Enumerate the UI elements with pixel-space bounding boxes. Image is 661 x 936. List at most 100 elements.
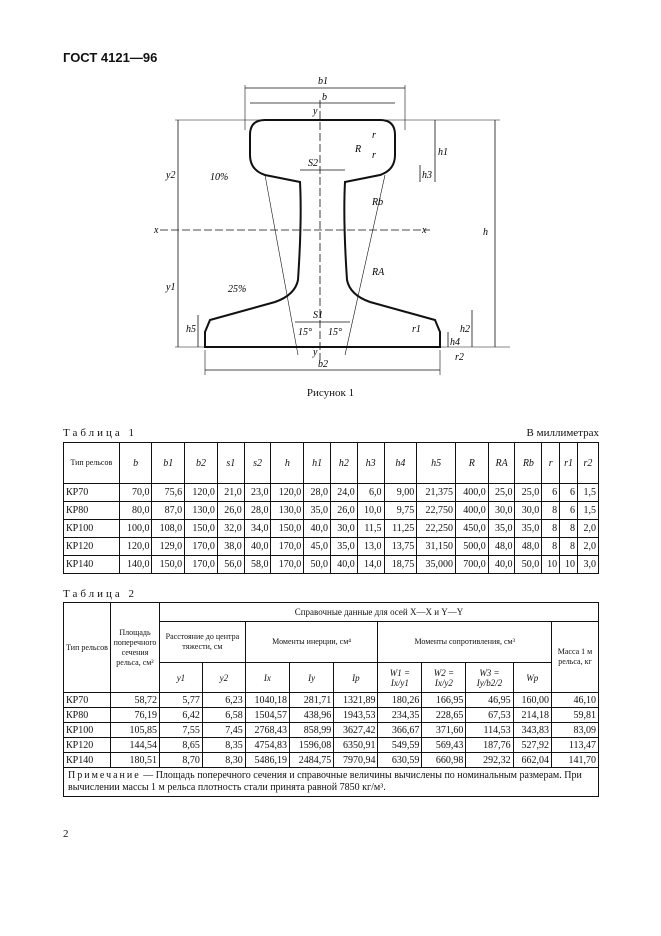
label-r2: r2	[455, 352, 464, 363]
label-h4: h4	[450, 337, 460, 348]
table1-cell: 2,0	[576, 519, 600, 538]
label-Rb: Rb	[371, 197, 383, 208]
label-y2: y2	[165, 170, 175, 181]
table2-cell: 7970,94	[333, 752, 379, 768]
rail-profile-drawing: b1 b y r r h1 h3 S2 R Rb RA x x h y2 y1 …	[150, 70, 530, 380]
table1-header-h2: h2	[329, 442, 358, 484]
table1-cell: 170,0	[184, 555, 218, 574]
table2-cell: 6,58	[201, 707, 246, 723]
table1-cell: КР120	[63, 537, 120, 556]
table1-cell: 35,0	[487, 519, 516, 538]
table2-cell: 46,95	[465, 692, 514, 708]
table2-subheader: W1 = Ix/y1	[377, 662, 423, 693]
label-b1: b1	[318, 76, 328, 87]
table1-header-h5: h5	[416, 442, 456, 484]
label-slope-25: 25%	[228, 284, 246, 295]
table1-cell: 6	[559, 501, 578, 520]
table2-note: Примечание — Площадь поперечного сечения…	[63, 767, 599, 797]
table2-cell: 114,53	[465, 722, 514, 738]
table1-header-h3: h3	[356, 442, 385, 484]
table1-cell: 10,0	[356, 501, 385, 520]
table1-cell: 35,0	[303, 501, 331, 520]
table2-cell: 343,83	[512, 722, 553, 738]
table1-cell: 21,375	[416, 483, 456, 502]
table1-cell: 34,0	[243, 519, 272, 538]
table2-cell: КР100	[63, 722, 111, 738]
table1-cell: 70,0	[118, 483, 153, 502]
table1-cell: 170,0	[270, 555, 305, 574]
table1-cell: 40,0	[243, 537, 272, 556]
table1-cell: КР80	[63, 501, 120, 520]
table2-cell: 166,95	[421, 692, 467, 708]
table1-cell: 40,0	[487, 555, 516, 574]
table1-header-s2: s2	[243, 442, 272, 484]
table1-cell: 129,0	[151, 537, 186, 556]
table1-header-s1: s1	[216, 442, 245, 484]
table1-cell: 23,0	[243, 483, 272, 502]
table1-cell: 30,0	[514, 501, 543, 520]
table2-cell: 8,65	[159, 737, 203, 753]
table2-cell: 569,43	[421, 737, 467, 753]
table2-cell: 8,30	[201, 752, 246, 768]
table1-cell: 9,75	[383, 501, 418, 520]
table2-cell: 8,35	[201, 737, 246, 753]
label-x-right: x	[421, 225, 427, 236]
table1-cell: 120,0	[118, 537, 153, 556]
table2-cell: 234,35	[377, 707, 423, 723]
table2-cell: 187,76	[465, 737, 514, 753]
table1-cell: 40,0	[303, 519, 331, 538]
table2-cell: 1943,53	[333, 707, 379, 723]
table2-cell: 141,70	[551, 752, 599, 768]
table2-cell: 549,59	[377, 737, 423, 753]
table1-cell: 22,250	[416, 519, 456, 538]
table2-header-mass: Масса 1 м рельса, кг	[551, 621, 599, 693]
table2-cell: 105,85	[110, 722, 160, 738]
table1-cell: 130,0	[270, 501, 305, 520]
table1-cell: 100,0	[118, 519, 153, 538]
table1-cell: 35,0	[514, 519, 543, 538]
table1-cell: 28,0	[243, 501, 272, 520]
table1-header-h4: h4	[383, 442, 418, 484]
table2-subheader: y2	[201, 662, 246, 693]
table2-header-inertia: Моменты инерции, см⁴	[244, 621, 379, 663]
table1-cell: 120,0	[184, 483, 218, 502]
label-h2: h2	[460, 324, 470, 335]
label-R: R	[354, 144, 361, 155]
label-angle-left: 15°	[298, 327, 312, 338]
table2-cell: 180,26	[377, 692, 423, 708]
table2-cell: 6,42	[159, 707, 203, 723]
table1-cell: 108,0	[151, 519, 186, 538]
table2-cell: 2768,43	[244, 722, 291, 738]
label-b: b	[322, 92, 327, 103]
table1-cell: 120,0	[270, 483, 305, 502]
table1-cell: 10	[541, 555, 561, 574]
label-y1: y1	[165, 282, 175, 293]
table2-cell: КР140	[63, 752, 111, 768]
table1-cell: 87,0	[151, 501, 186, 520]
table2-cell: КР70	[63, 692, 111, 708]
table1-cell: 25,0	[514, 483, 543, 502]
label-x-left: x	[153, 225, 159, 236]
table2-cell: 438,96	[288, 707, 335, 723]
table1-cell: 30,0	[487, 501, 516, 520]
table2-cell: 1321,89	[333, 692, 379, 708]
table2-cell: 228,65	[421, 707, 467, 723]
table1-cell: 8	[559, 519, 578, 538]
note-label: Примечание	[68, 770, 141, 781]
label-b2: b2	[318, 359, 328, 370]
table1-cell: 150,0	[184, 519, 218, 538]
table1-cell: КР100	[63, 519, 120, 538]
table1-cell: 13,75	[383, 537, 418, 556]
table1-cell: 50,0	[303, 555, 331, 574]
table1-cell: 38,0	[216, 537, 245, 556]
table1-cell: 75,6	[151, 483, 186, 502]
table1-cell: 8	[541, 519, 561, 538]
label-s2: S2	[308, 158, 318, 169]
table2-cell: 5486,19	[244, 752, 291, 768]
